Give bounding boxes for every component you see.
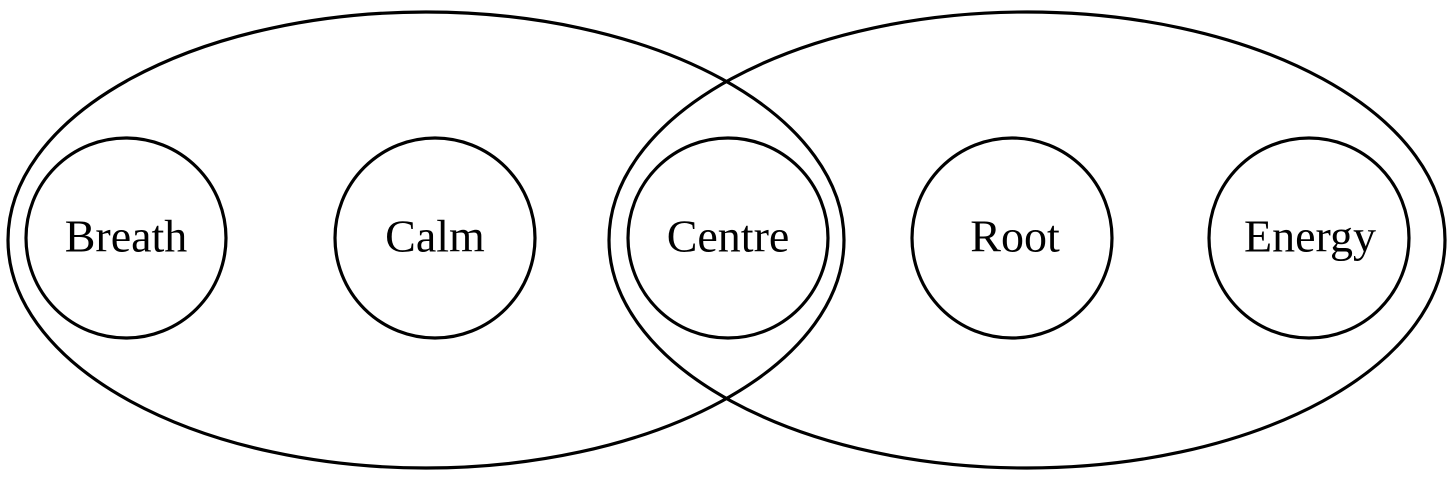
- right-group-ellipse: [607, 10, 1447, 470]
- breath-circle: [24, 136, 228, 340]
- centre-circle: [626, 136, 830, 340]
- root-circle: [910, 136, 1114, 340]
- calm-circle: [333, 136, 537, 340]
- left-group-ellipse: [6, 10, 846, 470]
- energy-label: Energy: [1244, 211, 1376, 262]
- calm-label: Calm: [385, 211, 485, 262]
- breath-label: Breath: [65, 211, 188, 262]
- root-label: Root: [970, 211, 1060, 262]
- centre-label: Centre: [667, 211, 790, 262]
- energy-circle: [1207, 136, 1411, 340]
